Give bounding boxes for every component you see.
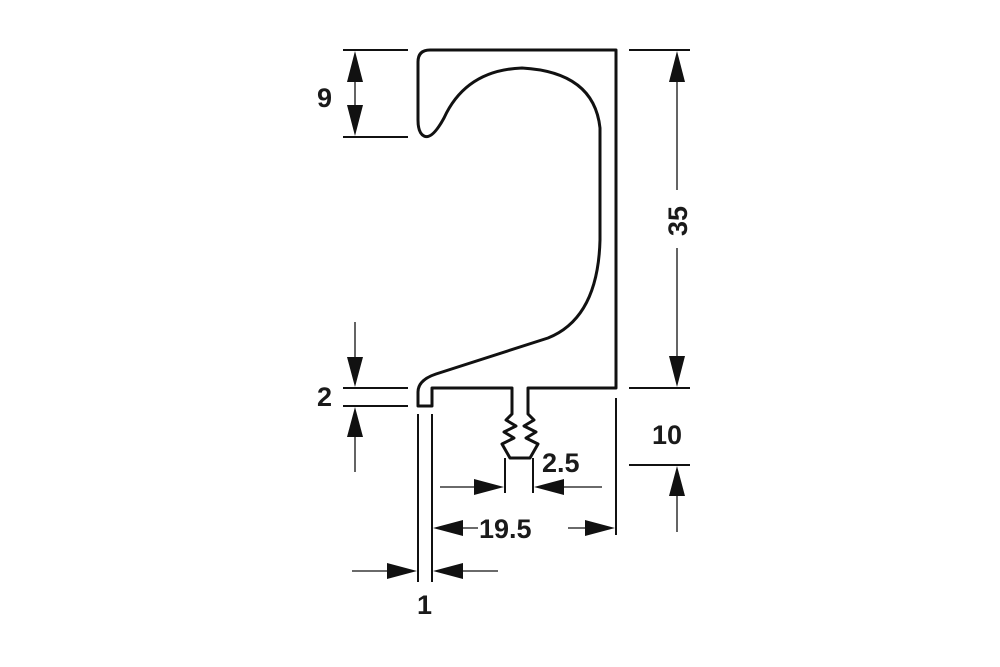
dimension-label-2: 2 (317, 382, 332, 412)
dimension-label-9: 9 (317, 83, 332, 113)
dimension-label-19-5: 19.5 (479, 514, 532, 544)
dimension-label-2-5: 2.5 (542, 448, 580, 478)
dimension-spline-depth: 10 (615, 398, 690, 535)
dimension-label-1: 1 (417, 590, 432, 620)
dimension-label-10: 10 (652, 420, 682, 450)
dimension-spline-width: 2.5 (440, 448, 602, 495)
dimension-profile-height: 35 (629, 49, 693, 389)
dimension-wall-thickness: 1 (352, 414, 498, 620)
profile-outline (416, 48, 618, 460)
dimension-label-35: 35 (663, 206, 693, 236)
dimension-base-thickness: 2 (317, 322, 408, 472)
dimension-inner-width: 19.5 (433, 514, 615, 544)
dimension-lip-height: 9 (317, 49, 408, 138)
